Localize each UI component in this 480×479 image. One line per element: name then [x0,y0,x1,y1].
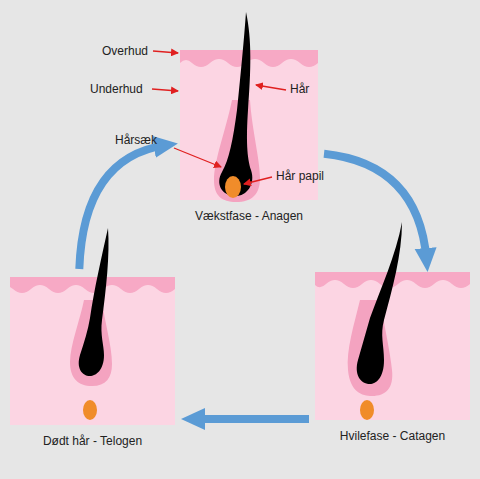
part-label: Hår papil [276,169,324,183]
cycle-arrow [324,154,427,260]
phase-caption: Dødt hår - Telogen [43,434,142,448]
hair-phase-panel: Dødt hår - Telogen [10,277,175,448]
phase-caption: Vækstfase - Anagen [195,209,303,223]
phase-caption: Hvilefase - Catagen [340,429,445,443]
part-label: Underhud [90,82,143,96]
part-label: Hår [290,82,309,96]
part-label: Hårsæk [115,133,157,147]
cycle-arrow [79,145,166,269]
cycle-arrow [193,415,309,423]
hair-phase-panel: Hvilefase - Catagen [315,272,470,443]
hair-phase-panel: Vækstfase - Anagen [180,50,318,223]
part-label: Overhud [102,44,148,58]
